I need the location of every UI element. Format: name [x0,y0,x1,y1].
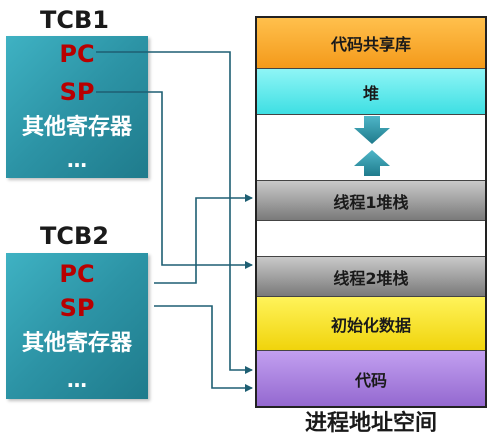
segment-gap [257,220,485,256]
tcb1-pc-connector [96,51,253,374]
segment-code: 代码 [257,350,485,406]
tcb2-sp-label: SP [59,294,95,322]
tcb2-pc-label: PC [59,260,95,288]
stack-growth-arrow-icon [354,150,390,176]
process-address-space: 代码共享库 堆 线程1堆栈 线程2堆栈 初始化数据 代码 [255,16,487,408]
heap-growth-arrow-icon [354,116,390,144]
tcb1-sp-connector [96,91,253,269]
tcb1-ellipsis: … [67,148,87,172]
segment-shared-library: 代码共享库 [257,18,485,68]
segment-heap: 堆 [257,68,485,114]
tcb1-box: PC SP 其他寄存器 … [6,36,148,178]
tcb2-box: PC SP 其他寄存器 … [6,253,148,399]
segment-thread2-stack: 线程2堆栈 [257,256,485,296]
tcb1-other-registers: 其他寄存器 [21,115,132,140]
tcb1-pc-label: PC [59,40,95,68]
tcb2-title: TCB2 [40,222,109,250]
tcb2-sp-connector [154,305,253,392]
tcb1-title: TCB1 [40,6,109,34]
tcb1-sp-label: SP [59,78,95,106]
tcb2-ellipsis: … [67,368,87,392]
tcb2-other-registers: 其他寄存器 [21,331,132,356]
tcb2-pc-connector [154,194,253,284]
address-space-caption: 进程地址空间 [304,411,437,436]
segment-thread1-stack: 线程1堆栈 [257,180,485,220]
segment-initialized-data: 初始化数据 [257,296,485,350]
